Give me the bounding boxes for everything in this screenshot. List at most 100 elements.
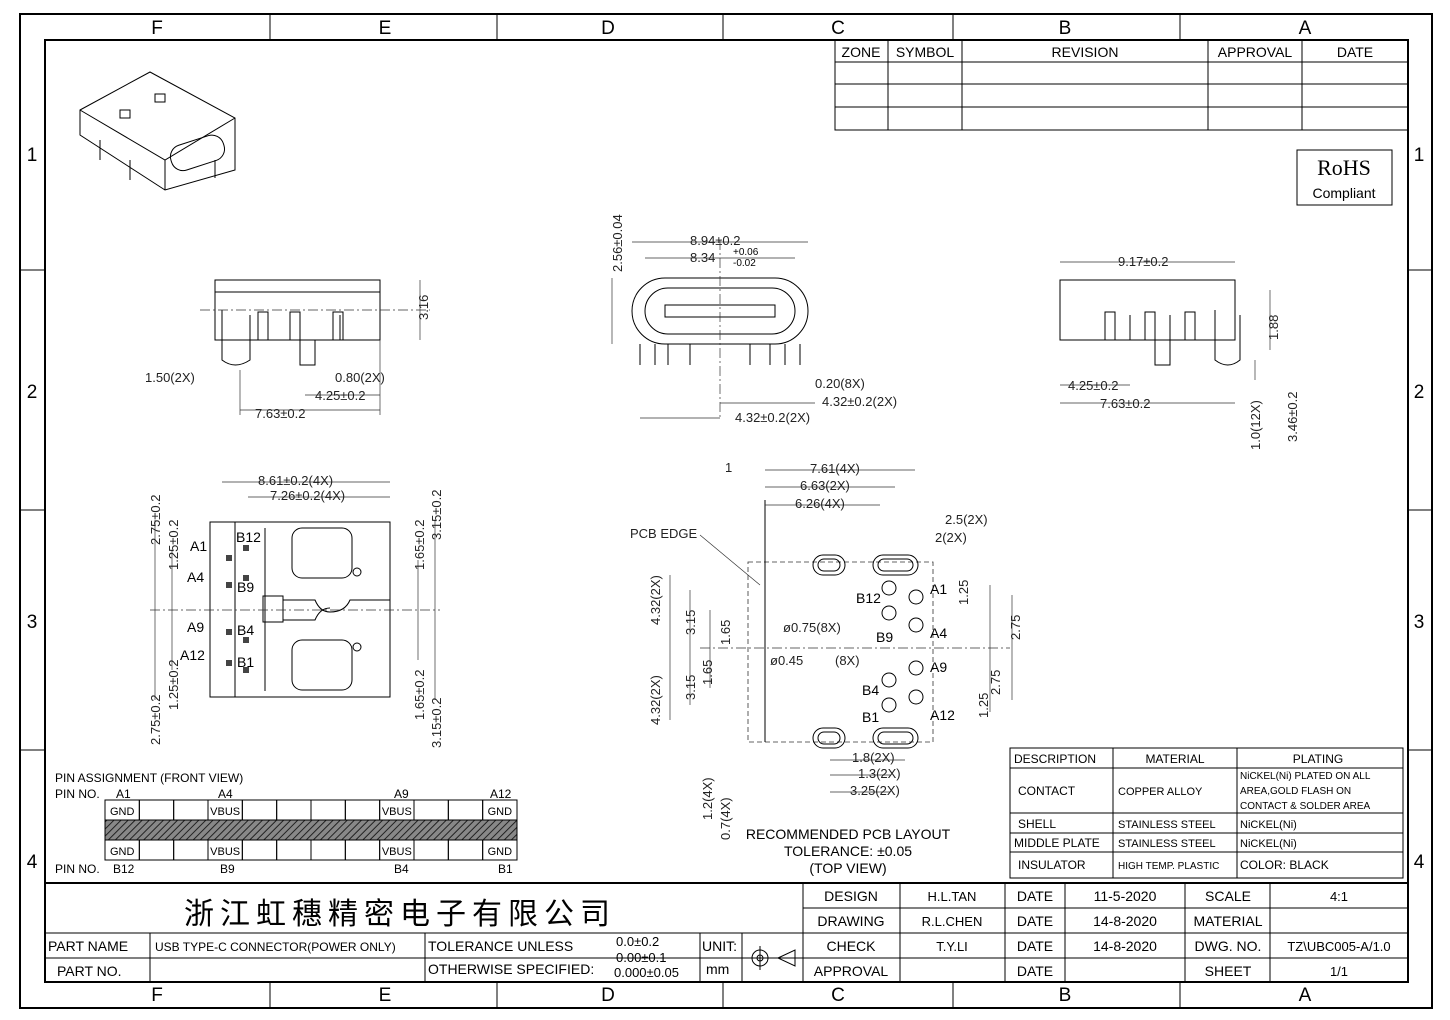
pcb-caption-view: (TOP VIEW) [809, 860, 886, 876]
signoff-name: H.L.TAN [928, 889, 977, 904]
zone-labels: F E D C B A F E D C B A 1 2 3 4 1 2 3 4 [27, 18, 1425, 1006]
dim-label: (8X) [835, 653, 860, 668]
tolerance-label-1: TOLERANCE UNLESS [428, 938, 573, 954]
zone-row-2-right: 2 [1414, 382, 1425, 403]
signoff-name: T.Y.LI [936, 939, 968, 954]
zone-dividers [20, 14, 1432, 1008]
mat-plating: NiCKEL(Ni) PLATED ON ALL [1240, 771, 1371, 782]
pin-cell-top [138, 799, 175, 821]
dim-label: 3.16 [416, 295, 431, 320]
dim-label: 1.0(12X) [1248, 400, 1263, 450]
zone-col-c: C [831, 18, 845, 39]
pin-signal-bottom: GND [110, 846, 135, 858]
zone-col-b-bottom: B [1059, 985, 1072, 1006]
pin-cell-bottom [310, 839, 346, 861]
pin-signal-top: GND [488, 806, 513, 818]
front-view: 8.94±0.2 8.34 +0.06 -0.02 2.56±0.04 0.20… [610, 214, 897, 425]
tongue-hatch [104, 819, 518, 841]
dim-label: 9.17±0.2 [1118, 254, 1169, 269]
tolerance-label-2: OTHERWISE SPECIFIED: [428, 961, 594, 977]
dim-label: 1.65 [700, 660, 715, 685]
top-view: 8.61±0.2(4X) 7.26±0.2(4X) 2.75±0.2 1.25±… [148, 473, 444, 748]
dim-label: 4.32±0.2(2X) [735, 410, 810, 425]
dim-label: ø0.45 [770, 653, 803, 668]
zone-row-1: 1 [27, 145, 38, 166]
part-name-value: USB TYPE-C CONNECTOR(POWER ONLY) [155, 940, 396, 954]
pin-cell-top [173, 799, 209, 821]
dim-label: 1.25±0.2 [166, 659, 181, 710]
dim-label: 4.32(2X) [648, 575, 663, 625]
dim-label: 1 [725, 460, 732, 475]
pin-label-b4: B4 [237, 622, 254, 638]
info-label: DWG. NO. [1195, 938, 1262, 954]
pin-signal-top: GND [110, 806, 135, 818]
dim-label: 0.20(8X) [815, 376, 865, 391]
inner-frame [44, 39, 1409, 983]
signoff-date-label: DATE [1017, 963, 1053, 979]
zone-col-d: D [601, 18, 615, 39]
signoff-date: 14-8-2020 [1093, 938, 1157, 954]
pin-signal-top: VBUS [210, 806, 240, 818]
dim-label: 4.25±0.2 [1068, 378, 1119, 393]
signoff-date-label: DATE [1017, 913, 1053, 929]
mat-material: COPPER ALLOY [1118, 786, 1203, 798]
title-block: 浙江虹穗精密电子有限公司 PART NAME USB TYPE-C CONNEC… [45, 882, 1408, 982]
dim-label: 8.34 [690, 250, 715, 265]
zone-col-d-bottom: D [601, 985, 615, 1006]
part-name-label: PART NAME [48, 938, 128, 954]
zone-col-f-bottom: F [151, 985, 163, 1006]
dim-label: 1.65±0.2 [412, 519, 427, 570]
pin-no-a12: A12 [490, 787, 512, 801]
pin-signal-top: VBUS [382, 806, 412, 818]
pin-cell-bottom [482, 839, 518, 861]
signoff-date: 14-8-2020 [1093, 913, 1157, 929]
isometric-connector-view [79, 71, 236, 191]
pcb-layout: PCB EDGE 1 7.61(4X) 6.63(2X) 6.26(4X) 2.… [630, 460, 1023, 876]
dim-label: 0.80(2X) [335, 370, 385, 385]
dim-label: 1.2(4X) [700, 777, 715, 820]
signoff-role: DRAWING [817, 913, 884, 929]
materials-table: DESCRIPTION MATERIAL PLATING CONTACT COP… [1009, 747, 1404, 879]
dim-label: 2.56±0.04 [610, 214, 625, 272]
rev-header-zone: ZONE [842, 44, 881, 60]
pin-no-a4: A4 [218, 787, 233, 801]
pcb-pin-b1: B1 [862, 709, 879, 725]
info-label: SHEET [1205, 963, 1252, 979]
pcb-pin-b4: B4 [862, 682, 879, 698]
mat-plating: AREA,GOLD FLASH ON [1240, 786, 1351, 797]
dim-label: 6.26(4X) [795, 496, 845, 511]
dim-label: 1.50(2X) [145, 370, 195, 385]
dim-label: 3.15 [683, 675, 698, 700]
zone-col-a-bottom: A [1299, 985, 1312, 1006]
info-value: TZ\UBC005-A/1.0 [1287, 939, 1390, 954]
pcb-pin-a9: A9 [930, 659, 947, 675]
side-view-right: 9.17±0.2 1.88 4.25±0.2 7.63±0.2 1.0(12X)… [1059, 254, 1300, 450]
dim-label: 1.88 [1266, 315, 1281, 340]
pin-no-b12: B12 [113, 862, 135, 876]
rev-header-symbol: SYMBOL [896, 44, 955, 60]
signoff-date-label: DATE [1017, 888, 1053, 904]
rohs-badge: RoHS Compliant [1296, 149, 1393, 206]
signoff-date: 11-5-2020 [1094, 888, 1157, 904]
mat-material: HIGH TEMP. PLASTIC [1118, 861, 1219, 872]
dim-label: 3.15 [683, 610, 698, 635]
dim-label: 3.15±0.2 [429, 697, 444, 748]
dim-label: 3.15±0.2 [429, 489, 444, 540]
dim-label: 1.25±0.2 [166, 519, 181, 570]
pin-cell-top [447, 799, 484, 821]
pin-cell-top [310, 799, 346, 821]
dim-label: 7.63±0.2 [255, 406, 306, 421]
pcb-caption-title: RECOMMENDED PCB LAYOUT [746, 826, 951, 842]
dim-tol-lower: -0.02 [733, 258, 756, 269]
dim-label: 2(2X) [935, 530, 967, 545]
signoff-role: CHECK [826, 938, 876, 954]
pin-cell-top [276, 799, 312, 821]
pin-no-b9: B9 [220, 862, 235, 876]
rev-header-date: DATE [1337, 44, 1373, 60]
dim-label: 3.46±0.2 [1285, 391, 1300, 442]
dim-label: 2.75 [1008, 615, 1023, 640]
dim-label: 8.61±0.2(4X) [258, 473, 333, 488]
dim-label: 2.75 [988, 670, 1003, 695]
dim-label: 2.75±0.2 [148, 694, 163, 745]
rohs-title: RoHS [1317, 155, 1371, 180]
